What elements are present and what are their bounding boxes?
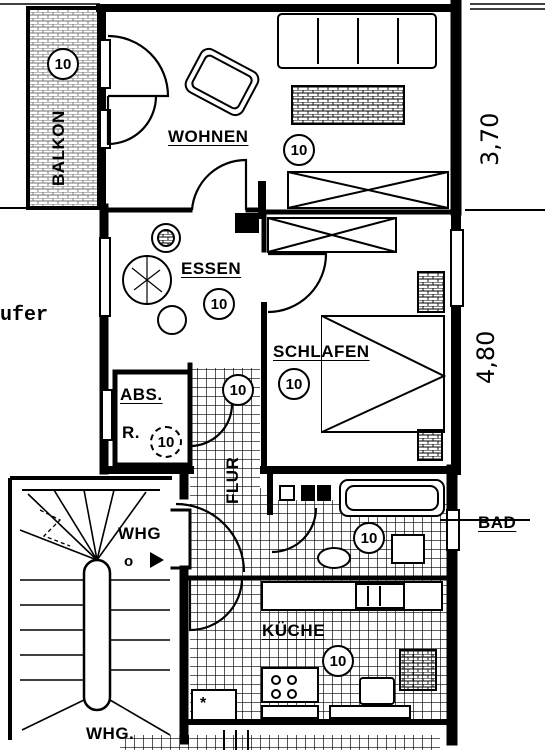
- apartment-label-entry: WHG: [118, 524, 162, 543]
- room-label-flur: FLUR: [223, 456, 242, 504]
- essen-furniture: [122, 213, 259, 335]
- room-label-balkon: BALKON: [49, 110, 68, 186]
- dimension-right: 4,80: [472, 330, 500, 384]
- room-marker-essen: 10: [203, 288, 235, 320]
- doors: [106, 34, 328, 632]
- room-label-abs: ABS.: [120, 385, 163, 404]
- apartment-label-entry-suffix: o: [124, 553, 134, 570]
- asterisk-symbol: *: [200, 695, 207, 712]
- staircase: [8, 476, 172, 740]
- room-marker-wohnen: 10: [283, 134, 315, 166]
- room-label-wohnen: WOHNEN: [168, 127, 249, 146]
- room-marker-kueche: 10: [322, 645, 354, 677]
- room-label-abs-r: R.: [122, 423, 140, 442]
- room-marker-schlafen: 10: [278, 368, 310, 400]
- kueche-fixtures: [191, 581, 443, 721]
- stair-bottom: [223, 730, 249, 750]
- room-marker-flur: 10: [222, 374, 254, 406]
- room-marker-balkon: 10: [47, 48, 79, 80]
- room-label-schlafen: SCHLAFEN: [273, 342, 370, 361]
- room-label-kueche: KÜCHE: [262, 621, 325, 640]
- room-label-bad: BAD: [478, 513, 517, 532]
- room-marker-bad: 10: [353, 522, 385, 554]
- apartment-label-stair: WHG.: [86, 724, 135, 743]
- windows: [99, 39, 464, 551]
- dimension-lines: [0, 207, 545, 521]
- wohnen-furniture: [184, 13, 449, 209]
- room-marker-abs: 10: [150, 426, 182, 458]
- schlafen-furniture: [267, 217, 447, 461]
- bad-fixtures: [279, 479, 445, 569]
- dimension-top-right: 3,70: [476, 112, 504, 166]
- balkon-area: [26, 6, 106, 210]
- room-label-essen: ESSEN: [181, 259, 242, 278]
- cut-off-text: ufer: [0, 304, 49, 327]
